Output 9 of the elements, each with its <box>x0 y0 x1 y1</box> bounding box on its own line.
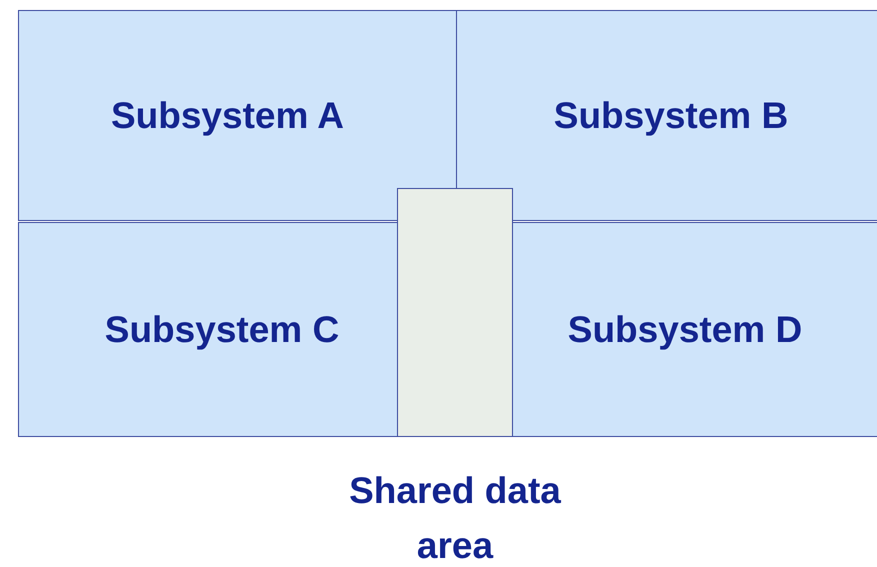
box-label: Shared data area <box>348 469 562 567</box>
subsystem-label: Subsystem A <box>110 94 344 136</box>
subsystem-box <box>18 222 398 437</box>
subsystem-label: Subsystem B <box>554 94 788 136</box>
subsystem-label: Subsystem C <box>104 308 340 350</box>
subsystem-box <box>456 10 877 221</box>
subsystem-box <box>18 10 457 221</box>
subsystem-label: Subsystem D <box>568 308 802 350</box>
subsystem-box <box>512 222 877 437</box>
